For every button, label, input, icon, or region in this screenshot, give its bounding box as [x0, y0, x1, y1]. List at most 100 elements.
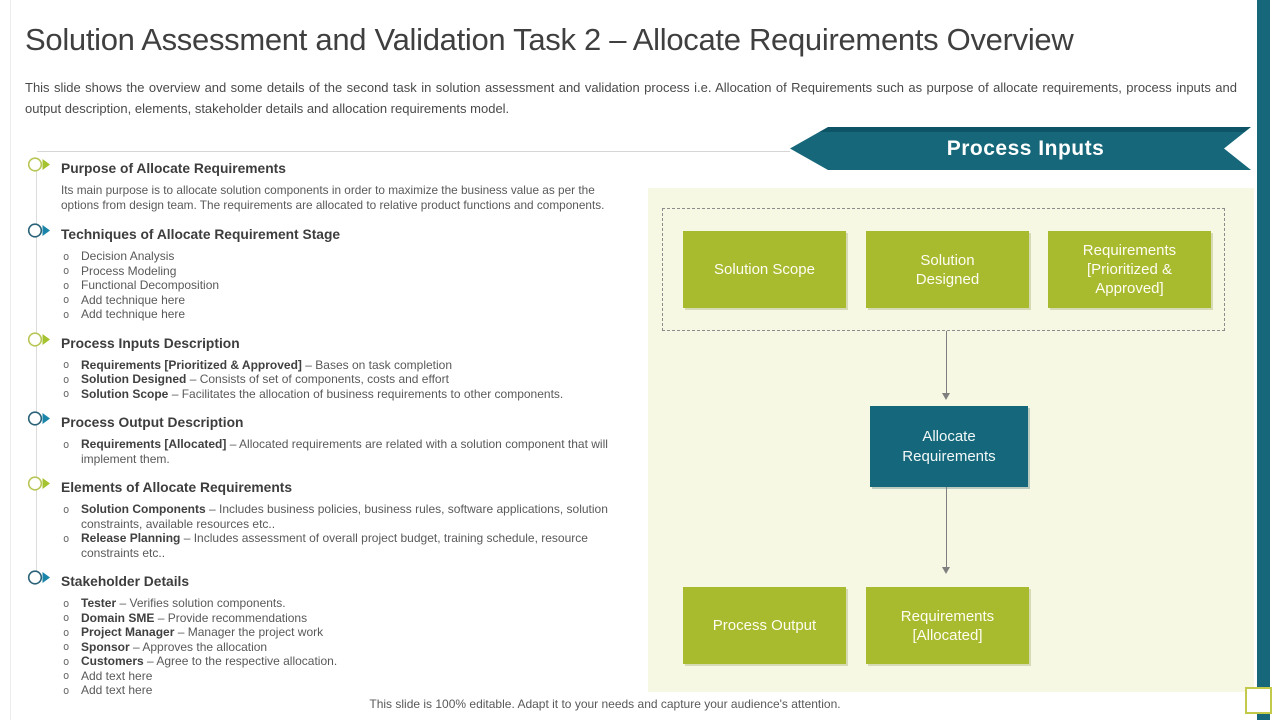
- slide-left-edge-line: [10, 0, 11, 720]
- circle-bullet-glyph: o: [63, 626, 70, 639]
- bullet-term: Requirements [Prioritized & Approved]: [81, 357, 302, 372]
- circle-bullet-glyph: o: [63, 388, 70, 400]
- circle-bullet-glyph: o: [63, 612, 70, 624]
- circle-bullet-glyph: o: [63, 294, 70, 306]
- bullet-text: – Consists of set of components, costs a…: [189, 372, 449, 386]
- section-marker-icon: [27, 475, 52, 497]
- circle-bullet-glyph: o: [63, 308, 70, 321]
- bullet-text: – Verifies solution components.: [119, 596, 286, 610]
- section-marker-icon: [27, 156, 52, 178]
- section: Process Inputs Description o Requirements …: [27, 331, 636, 402]
- bullet-text: – Agree to the respective allocation.: [147, 654, 338, 668]
- bullet-text: Functional Decomposition: [81, 278, 220, 292]
- section: Techniques of Allocate Requirement Stage…: [27, 222, 636, 322]
- bullet-item: o Add text here: [63, 683, 629, 698]
- process-input-box: Solution Designed: [858, 222, 1029, 308]
- bullet-item: o Project Manager – Manager the project w…: [63, 625, 629, 640]
- section: Stakeholder Details o Tester – Verifies so…: [27, 569, 636, 698]
- circle-bullet-glyph: o: [63, 655, 70, 668]
- bullet-item: o Functional Decomposition: [63, 278, 629, 293]
- circle-bullet-glyph: o: [63, 670, 70, 682]
- circle-bullet-glyph: o: [63, 684, 70, 697]
- process-input-box-label: Requirements [Prioritized & Approved]: [1082, 242, 1177, 297]
- process-output-box: Process Output: [675, 578, 846, 664]
- bullet-text: – Includes business policies, business r…: [81, 502, 608, 531]
- bullet-text: – Provide recommendations: [157, 610, 308, 625]
- bullet-item: o Sponsor – Approves the allocation: [63, 640, 629, 655]
- bullet-text: – Includes assessment of overall project…: [81, 531, 588, 560]
- section-marker-icon: [27, 569, 52, 591]
- bullet-text: Add text here: [81, 683, 153, 697]
- bullet-term: Customers: [81, 654, 144, 668]
- bullet-term: Project Manager: [81, 625, 175, 639]
- circle-bullet-glyph: o: [63, 641, 70, 653]
- section-marker-icon: [27, 222, 52, 244]
- bullet-item: o Add technique here: [63, 293, 629, 308]
- circle-bullet-glyph: o: [63, 250, 70, 263]
- bullet-term: Tester: [81, 596, 117, 610]
- bullet-list: o Solution Components – Includes business…: [63, 502, 636, 560]
- bullet-text: Process Modeling: [81, 263, 177, 278]
- bullet-item: o Requirements [Prioritized & Approved] –…: [63, 358, 629, 373]
- bullet-term: Solution Scope: [81, 386, 169, 401]
- bullet-text: Add text here: [81, 668, 153, 683]
- circle-bullet-glyph: o: [63, 532, 70, 545]
- allocate-requirements-box-label: Allocate Requirements: [902, 427, 996, 465]
- section-marker-icon: [27, 410, 52, 432]
- bullet-item: o Customers – Agree to the respective all…: [63, 654, 629, 669]
- circle-bullet-glyph: o: [63, 359, 70, 371]
- section-title: Stakeholder Details: [61, 574, 190, 589]
- process-output-box-label: Requirements [Allocated]: [900, 607, 995, 644]
- section-title: Techniques of Allocate Requirement Stage: [61, 227, 341, 242]
- circle-bullet-glyph: o: [63, 438, 70, 451]
- bullet-term: Solution Components: [81, 502, 206, 516]
- allocate-requirements-box: Allocate Requirements: [861, 397, 1028, 487]
- section-title: Process Output Description: [61, 415, 244, 430]
- circle-bullet-glyph: o: [63, 279, 70, 292]
- process-output-box-label: Process Output: [712, 617, 817, 634]
- right-accent-bar: [1257, 0, 1270, 720]
- section-title: Process Inputs Description: [61, 335, 240, 351]
- process-inputs-banner-label: Process Inputs: [946, 136, 1105, 160]
- section-paragraph: Its main purpose is to allocate solution…: [61, 183, 605, 212]
- process-inputs-banner: Process Inputs: [790, 127, 1251, 170]
- bullet-text: Add technique here: [81, 292, 186, 307]
- section-marker-icon: [27, 331, 52, 353]
- divider-line: [37, 151, 790, 152]
- circle-bullet-glyph: o: [63, 597, 70, 610]
- arrow-allocate-to-output: [942, 487, 950, 574]
- bullet-text: – Bases on task completion: [305, 357, 453, 372]
- editable-note: This slide is 100% editable. Adapt it to…: [369, 697, 841, 711]
- bullet-text: – Allocated requirements are related wit…: [81, 437, 608, 466]
- bullet-item: o Domain SME – Provide recommendations: [63, 611, 629, 626]
- bullet-term: Sponsor: [81, 639, 130, 654]
- slide-description: This slide shows the overview and some d…: [25, 80, 1237, 116]
- bullet-item: o Process Modeling: [63, 264, 629, 279]
- process-input-box: Solution Scope: [675, 222, 846, 308]
- bullet-text: – Approves the allocation: [133, 639, 268, 654]
- bullet-text: – Manager the project work: [177, 625, 324, 639]
- bullet-term: Solution Designed: [81, 372, 187, 386]
- arrow-inputs-to-allocate: [942, 331, 950, 400]
- bullet-item: o Decision Analysis: [63, 249, 629, 264]
- page-title: Solution Assessment and Validation Task …: [25, 22, 1074, 57]
- bullet-text: Decision Analysis: [81, 249, 175, 263]
- section-title: Purpose of Allocate Requirements: [61, 161, 286, 176]
- bullet-item: o Solution Scope – Facilitates the alloca…: [63, 387, 629, 402]
- bullet-term: Domain SME: [81, 610, 155, 625]
- circle-bullet-glyph: o: [63, 265, 70, 277]
- bullet-list: o Requirements [Prioritized & Approved] –…: [63, 358, 636, 402]
- bullet-text: – Facilitates the allocation of business…: [171, 386, 564, 401]
- bullet-item: o Add text here: [63, 669, 629, 684]
